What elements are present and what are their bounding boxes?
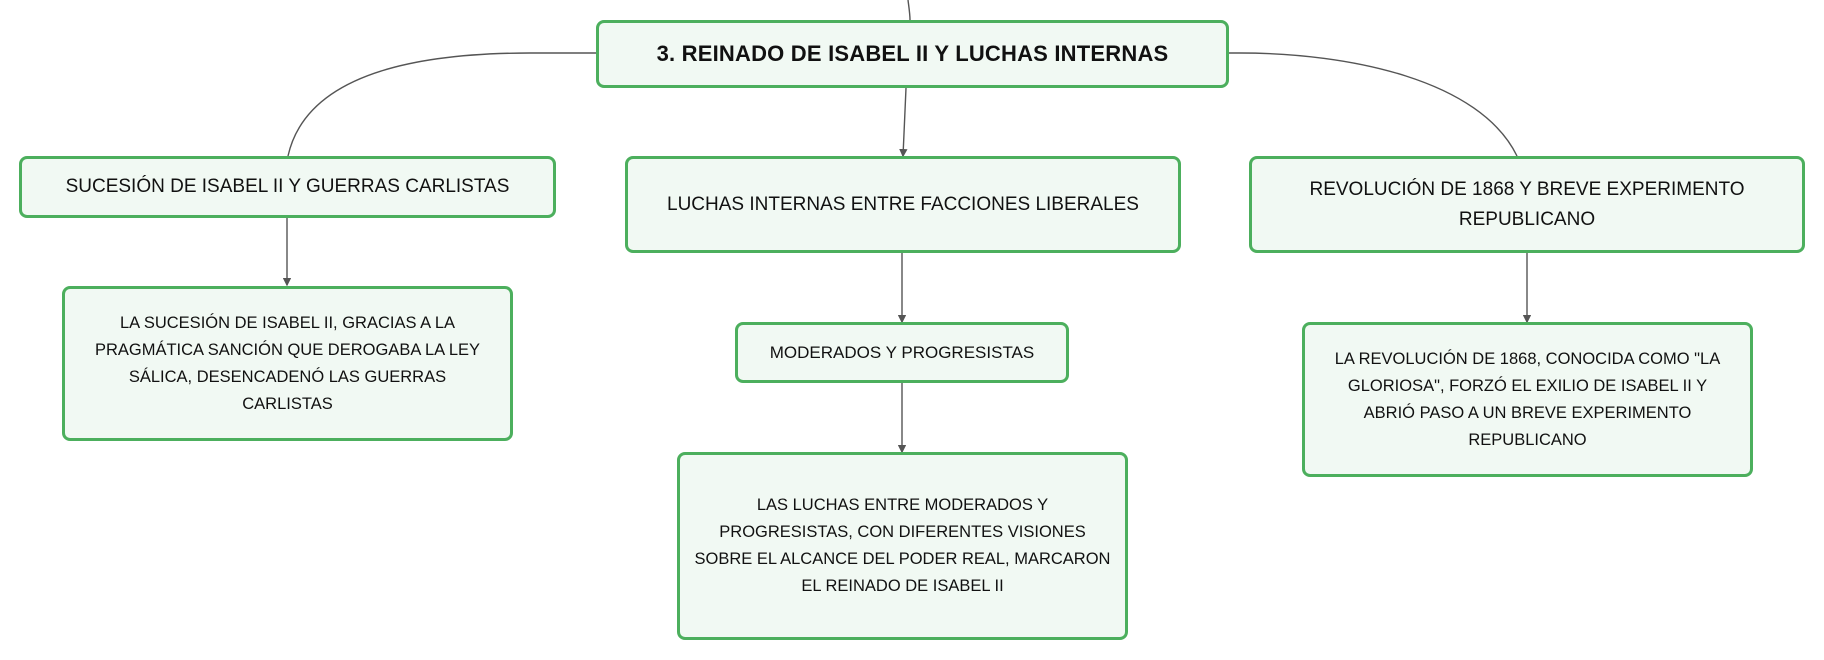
- leaf-label: LA REVOLUCIÓN DE 1868, CONOCIDA COMO "LA…: [1334, 349, 1721, 449]
- leaf-label: LA SUCESIÓN DE ISABEL II, GRACIAS A LA P…: [94, 313, 481, 413]
- connector-root-to-branch-1: [287, 52, 596, 157]
- branch-node-luchas-internas[interactable]: LUCHAS INTERNAS ENTRE FACCIONES LIBERALE…: [625, 156, 1181, 253]
- branch-label: LUCHAS INTERNAS ENTRE FACCIONES LIBERALE…: [667, 193, 1139, 215]
- subtopic-label: MODERADOS Y PROGRESISTAS: [769, 342, 1035, 362]
- branch-label: SUCESIÓN DE ISABEL II Y GUERRAS CARLISTA…: [65, 176, 510, 197]
- connector-parent-to-root: [907, 0, 911, 21]
- leaf-node-luchas-detail[interactable]: LAS LUCHAS ENTRE MODERADOS Y PROGRESISTA…: [677, 452, 1128, 640]
- leaf-label: LAS LUCHAS ENTRE MODERADOS Y PROGRESISTA…: [694, 496, 1111, 595]
- root-topic-label: 3. REINADO DE ISABEL II Y LUCHAS INTERNA…: [656, 41, 1169, 66]
- root-topic-node[interactable]: 3. REINADO DE ISABEL II Y LUCHAS INTERNA…: [596, 20, 1229, 88]
- branch-node-sucesion[interactable]: SUCESIÓN DE ISABEL II Y GUERRAS CARLISTA…: [19, 156, 556, 218]
- leaf-node-revolucion-detail[interactable]: LA REVOLUCIÓN DE 1868, CONOCIDA COMO "LA…: [1302, 322, 1753, 477]
- connector-root-to-branch-3: [1229, 52, 1518, 157]
- subtopic-node-moderados-progresistas[interactable]: MODERADOS Y PROGRESISTAS: [735, 322, 1069, 383]
- connector-root-to-branch-2: [899, 87, 908, 158]
- branch-label: REVOLUCIÓN DE 1868 Y BREVE EXPERIMENTO R…: [1309, 178, 1745, 230]
- branch-node-revolucion-1868[interactable]: REVOLUCIÓN DE 1868 Y BREVE EXPERIMENTO R…: [1249, 156, 1805, 253]
- leaf-node-sucesion-detail[interactable]: LA SUCESIÓN DE ISABEL II, GRACIAS A LA P…: [62, 286, 513, 441]
